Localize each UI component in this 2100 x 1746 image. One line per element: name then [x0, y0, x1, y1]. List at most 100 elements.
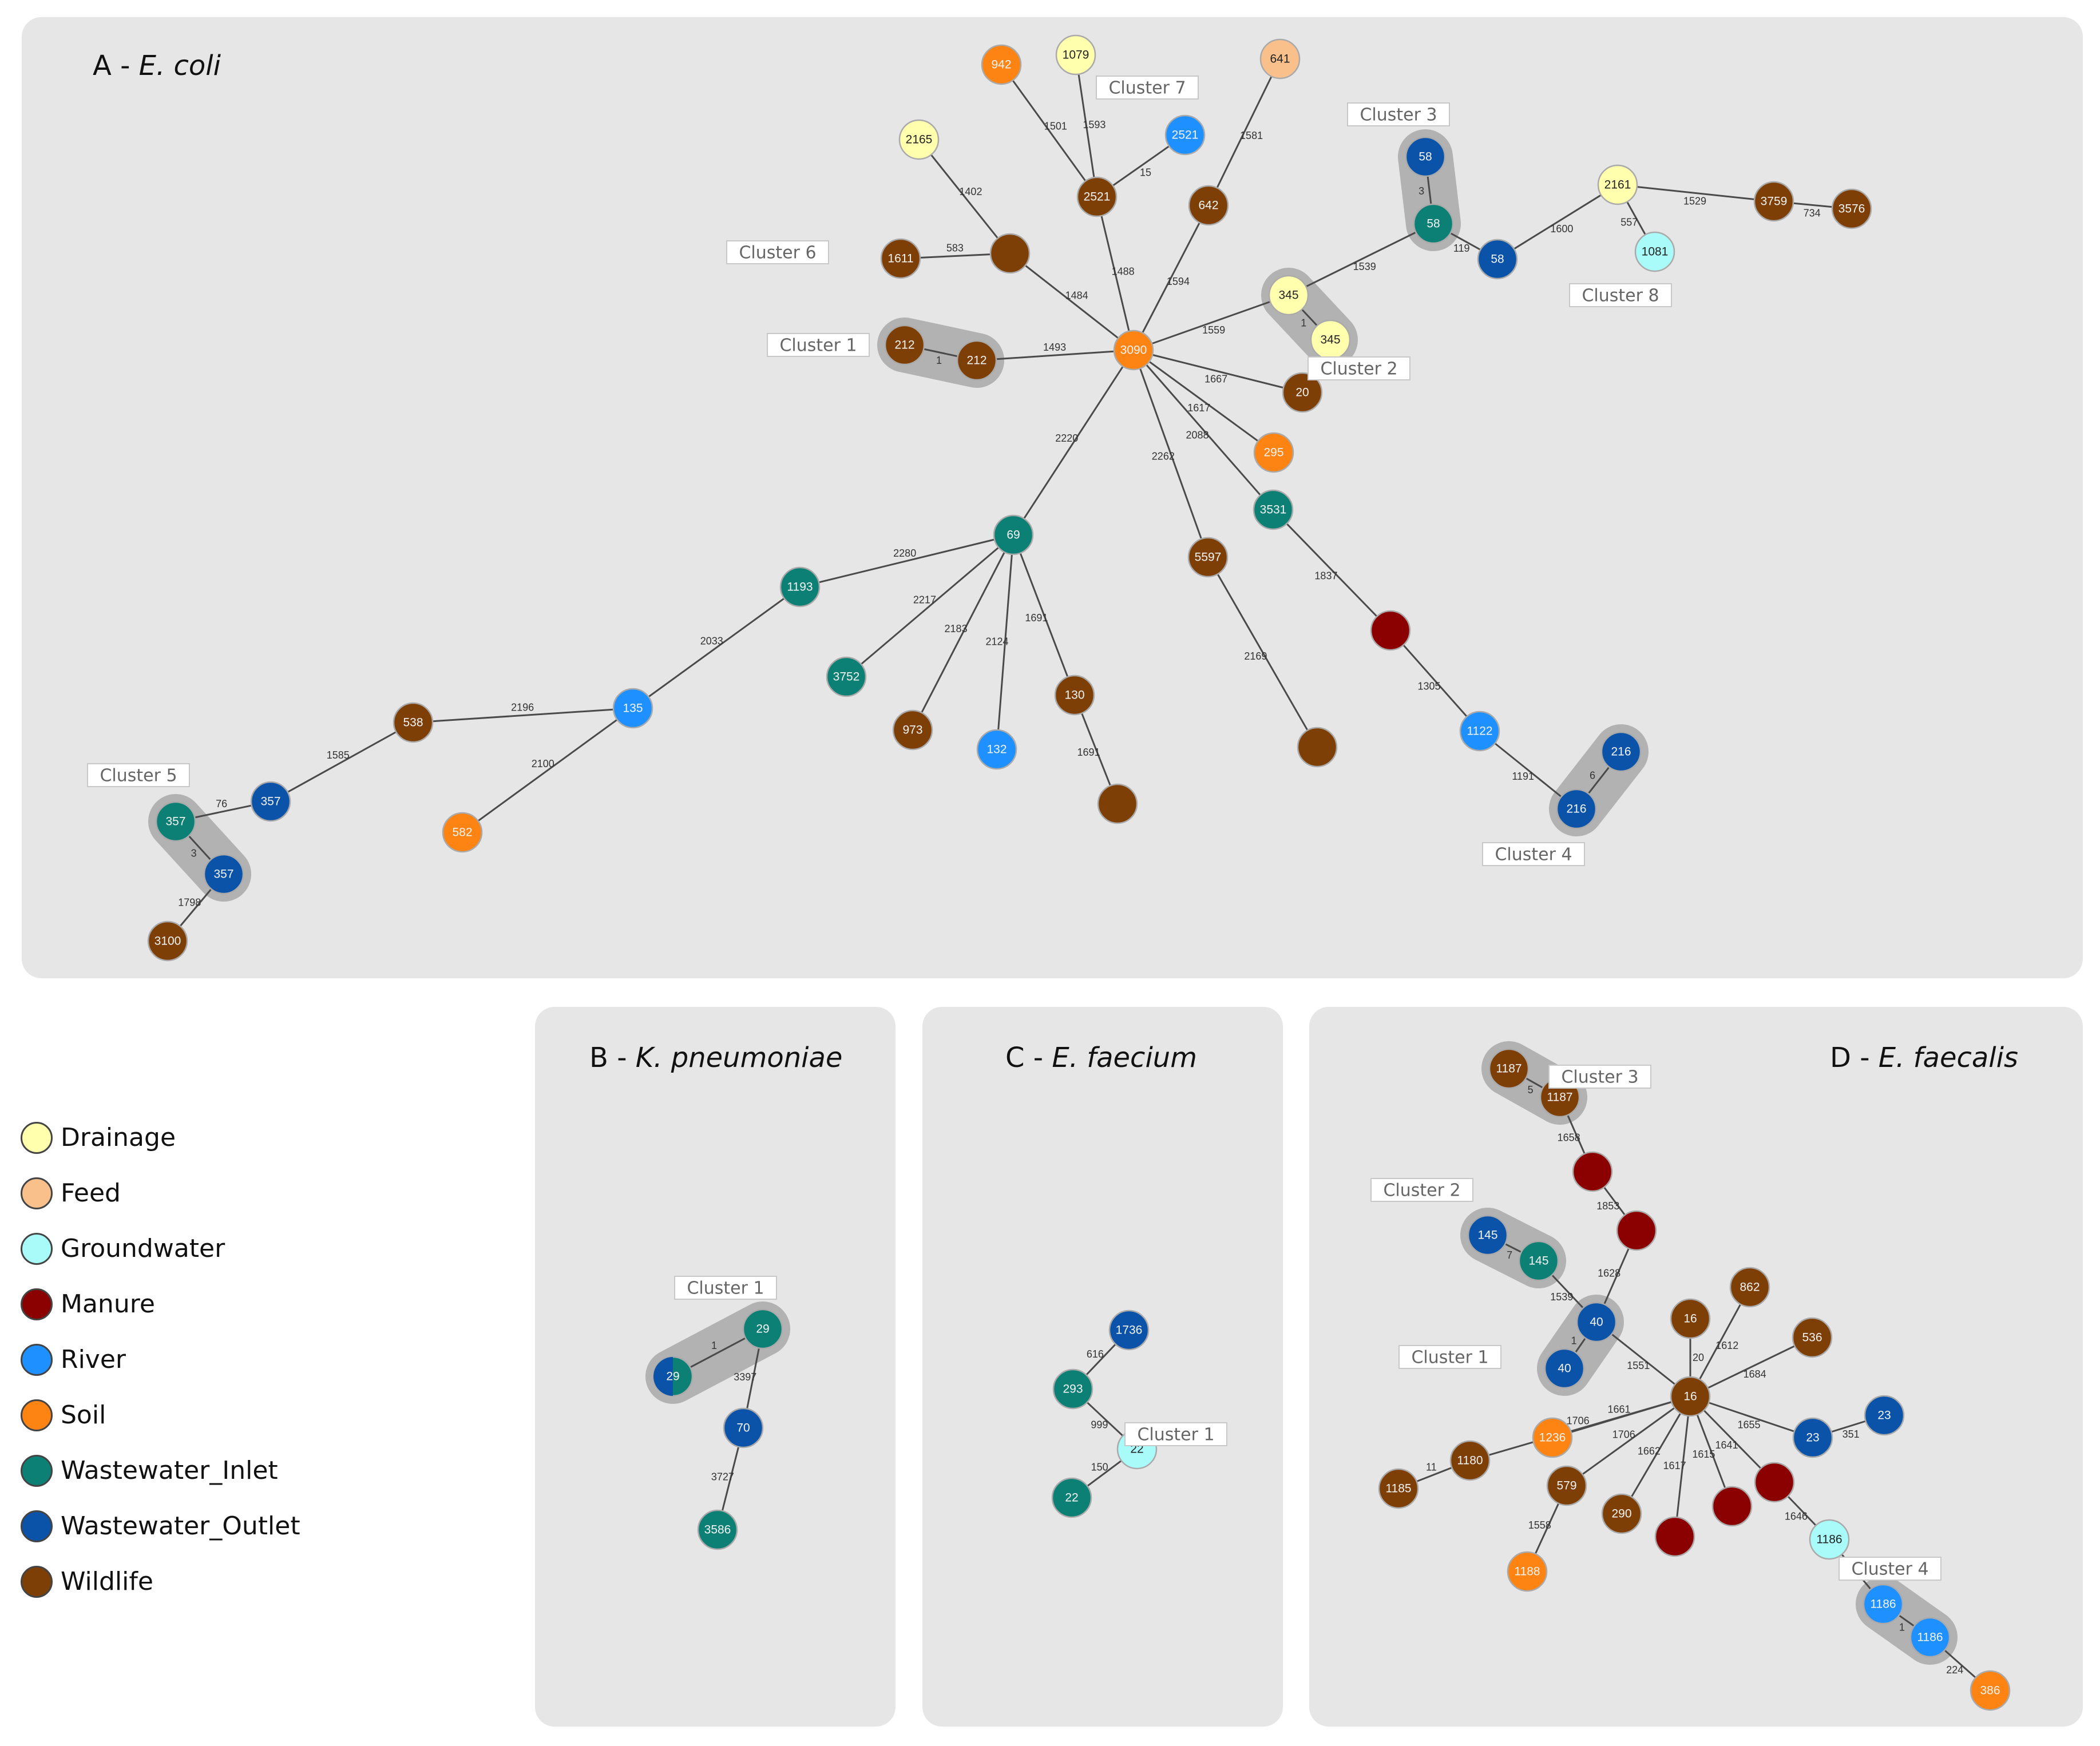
edge — [462, 707, 633, 834]
node-circle — [1616, 1210, 1657, 1251]
edge-distance-label: 1655 — [1738, 1419, 1761, 1430]
node-label: 1185 — [1385, 1482, 1411, 1495]
edge-distance-label: 1617 — [1187, 402, 1210, 414]
node-circle — [1467, 1215, 1508, 1256]
node-label: 58 — [1419, 150, 1432, 164]
cluster-label: Cluster 7 — [1108, 78, 1186, 98]
edge — [1689, 1287, 1751, 1397]
cluster-label: Cluster 3 — [1561, 1068, 1638, 1088]
node-circle — [442, 812, 483, 853]
edge-distance-label: 1658 — [1558, 1132, 1580, 1144]
node-label: 1187 — [1496, 1062, 1521, 1076]
node-circle — [880, 238, 921, 279]
node-circle — [1051, 1477, 1092, 1518]
edge-distance-label: 2196 — [511, 702, 534, 713]
node-circle — [147, 920, 188, 962]
cluster-label-box — [1569, 283, 1672, 307]
node-circle — [1670, 1376, 1711, 1417]
node-label: 1236 — [1539, 1431, 1566, 1445]
node-circle — [1253, 489, 1294, 530]
node-label: 1079 — [1063, 49, 1089, 62]
wildlife-swatch-icon — [21, 1565, 53, 1598]
cluster-label-box — [1548, 1065, 1651, 1089]
node-circle — [155, 801, 196, 842]
cluster-label: Cluster 4 — [1851, 1560, 1928, 1580]
edge — [918, 139, 1011, 254]
edge — [1690, 1395, 1813, 1439]
node-label: 1186 — [1917, 1631, 1943, 1644]
edge — [1096, 196, 1135, 351]
node-label: 40 — [1590, 1316, 1603, 1329]
panel-a-background — [22, 17, 2083, 978]
legend-label: Wastewater_Outlet — [61, 1511, 300, 1541]
legend-item-manure: Manure — [21, 1276, 300, 1332]
node-circle — [1108, 1310, 1150, 1351]
legend-label: River — [61, 1345, 126, 1374]
edge-distance-label: 2262 — [1152, 451, 1175, 462]
node-circle — [612, 688, 653, 729]
edge — [1207, 557, 1318, 748]
node-label: 70 — [736, 1422, 750, 1435]
node-circle — [1370, 610, 1411, 651]
edge — [1469, 1395, 1691, 1462]
edge — [1075, 54, 1098, 197]
cluster-halo-layer — [148, 129, 1958, 1665]
edge — [1133, 294, 1289, 351]
edge-distance-label: 1646 — [1785, 1511, 1808, 1522]
cluster-label: Cluster 1 — [687, 1279, 764, 1299]
edge-distance-label: 1484 — [1065, 289, 1088, 301]
edge — [270, 721, 414, 803]
edge — [799, 534, 1014, 588]
node-label: 2161 — [1604, 178, 1631, 192]
legend-item-river: River — [21, 1332, 300, 1387]
edge-distance-label: 1539 — [1353, 261, 1376, 272]
cluster-label: Cluster 2 — [1383, 1181, 1460, 1201]
node-circle — [250, 781, 291, 822]
edge-distance-label: 1798 — [178, 897, 201, 908]
node-label: 132 — [986, 743, 1007, 756]
manure-swatch-icon — [21, 1288, 53, 1320]
cluster-label-box — [1124, 1422, 1227, 1446]
drainage-swatch-icon — [21, 1121, 53, 1154]
edge — [1479, 730, 1577, 810]
edge-distance-label: 734 — [1804, 207, 1821, 219]
node-label: 582 — [452, 826, 472, 839]
node-circle — [1792, 1417, 1833, 1458]
node-circle — [1113, 330, 1154, 371]
node-label: 20 — [1295, 386, 1309, 399]
node-circle — [976, 729, 1017, 770]
edge-distance-label: 999 — [1091, 1419, 1108, 1431]
edge-distance-label: 1 — [711, 1340, 717, 1351]
edge-distance-label: 1661 — [1607, 1404, 1630, 1415]
edge — [1132, 350, 1274, 510]
node-circle — [1097, 783, 1138, 824]
edge-distance-label: 1662 — [1638, 1445, 1661, 1457]
node-circle — [1601, 1493, 1642, 1534]
edge-distance-label: 119 — [1453, 243, 1470, 254]
edge — [1674, 1396, 1691, 1537]
node-label: 579 — [1556, 1479, 1576, 1493]
edge-distance-label: 1 — [1301, 318, 1306, 329]
node-label: 862 — [1740, 1281, 1760, 1294]
node-circle — [1076, 176, 1118, 217]
node-circle — [1507, 1551, 1548, 1592]
edge-distance-label: 2280 — [893, 547, 916, 559]
node-circle — [993, 514, 1034, 555]
edge-distance-label: 2217 — [913, 594, 936, 605]
edge — [1012, 534, 1076, 696]
edge-distance-label: 3727 — [711, 1471, 734, 1483]
edge-distance-label: 3 — [1419, 185, 1424, 197]
node-label: 130 — [1064, 689, 1084, 702]
edge — [1009, 252, 1134, 351]
node-label: 1180 — [1457, 1454, 1483, 1467]
edge-distance-label: 3 — [191, 847, 197, 859]
cluster-label: Cluster 1 — [779, 336, 857, 356]
legend-item-wastewater-outlet: Wastewater_Outlet — [21, 1498, 300, 1554]
node-circle — [1597, 164, 1638, 205]
node-label: 212 — [966, 354, 986, 367]
edge-distance-label: 1 — [1571, 1335, 1576, 1347]
node-circle — [1729, 1267, 1770, 1308]
node-label: 145 — [1477, 1229, 1497, 1242]
soil-swatch-icon — [21, 1399, 53, 1431]
